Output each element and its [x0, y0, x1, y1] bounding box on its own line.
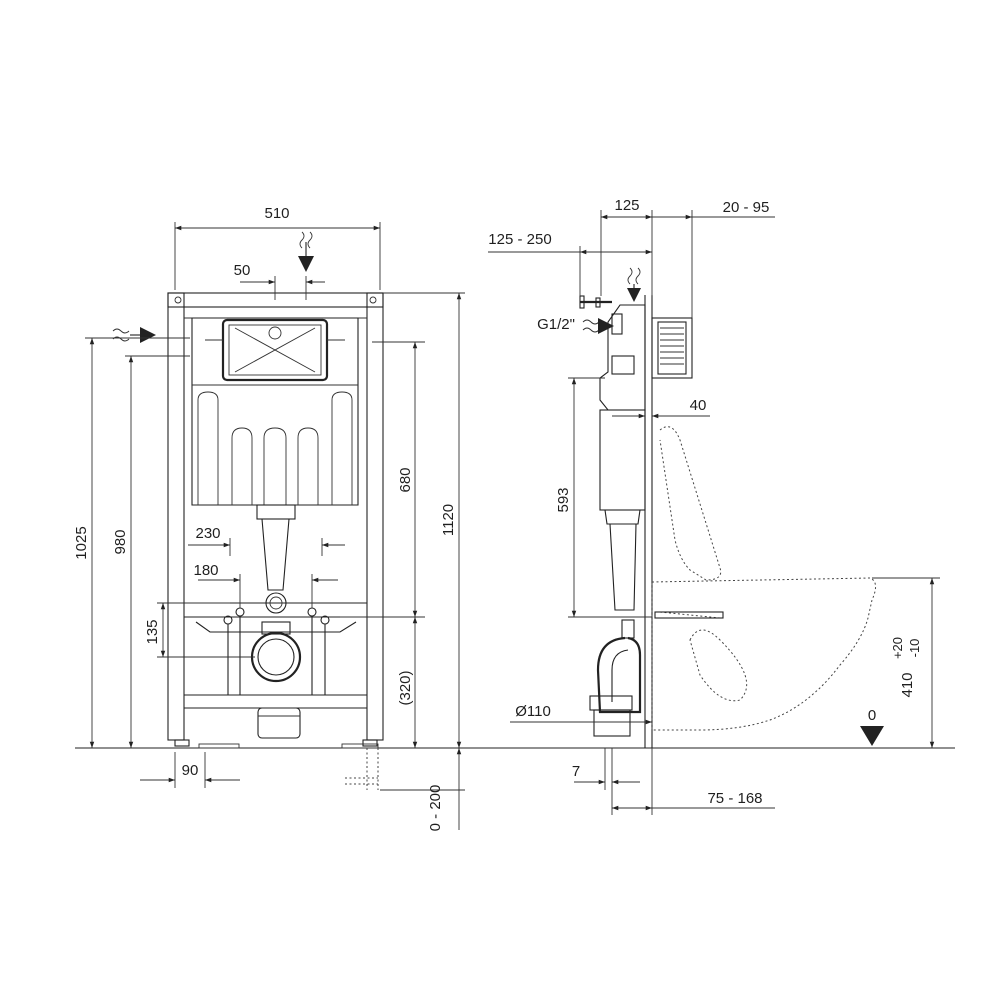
side-valve [579, 295, 623, 335]
dim-spacing-180: 180 [193, 562, 218, 579]
flush-pipe [256, 504, 296, 614]
dim-tolerance-minus: -10 [907, 639, 922, 658]
water-inlet-size-label: G1/2" [537, 316, 575, 333]
adjustable-foot-extension [345, 748, 379, 790]
floor-zero-label: 0 [868, 707, 876, 724]
dim-depth-40: 40 [690, 397, 707, 414]
side-water-inlet-icon [582, 318, 614, 334]
side-view: 125 20 - 95 125 - 250 G1/2" 40 593 Ø110 … [488, 197, 940, 815]
dim-height-680: 680 [397, 467, 414, 492]
dim-depth-125: 125 [614, 197, 639, 214]
dim-height-1120: 1120 [440, 504, 457, 536]
floor-level-marker: 0 [860, 707, 884, 746]
frame-left-foot [174, 739, 190, 747]
dim-height-593: 593 [555, 487, 572, 512]
front-view: 510 50 1025 980 680 1120 230 1 [73, 205, 465, 831]
dim-height-1025: 1025 [73, 526, 90, 559]
dim-offset-50: 50 [234, 262, 251, 279]
frame-left-post [167, 292, 185, 741]
dim-foot-adjust: 0 - 200 [427, 785, 444, 832]
water-inlet-side-icon [112, 327, 156, 343]
toilet-bowl-outline [651, 426, 876, 731]
dim-spacing-230: 230 [195, 525, 220, 542]
side-water-top-icon [627, 267, 641, 302]
flush-plate-opening [205, 318, 345, 382]
cistern-tank [191, 317, 359, 506]
dim-depth-20-95: 20 - 95 [723, 199, 770, 216]
water-inlet-top-icon [298, 231, 314, 272]
dim-tolerance-plus: +20 [890, 637, 905, 659]
dim-foot-90: 90 [182, 762, 199, 779]
dim-height-980: 980 [112, 529, 129, 554]
dim-offset-75-168: 75 - 168 [707, 790, 762, 807]
dim-width-510: 510 [264, 205, 289, 222]
dim-height-320: (320) [397, 670, 414, 705]
side-drain-bend [589, 619, 642, 737]
dim-height-410: 410 [899, 672, 916, 697]
dim-height-135: 135 [144, 619, 161, 644]
side-flush-panel [611, 317, 693, 379]
drain-outlet [250, 621, 302, 739]
pipe-diameter-label: Ø110 [515, 703, 551, 720]
frame-top-bar [167, 292, 384, 308]
frame-right-foot [362, 739, 378, 747]
frame-right-post [366, 292, 384, 741]
dim-depth-125-250: 125 - 250 [488, 231, 551, 248]
side-cistern [599, 304, 646, 611]
dim-offset-7: 7 [572, 763, 580, 780]
